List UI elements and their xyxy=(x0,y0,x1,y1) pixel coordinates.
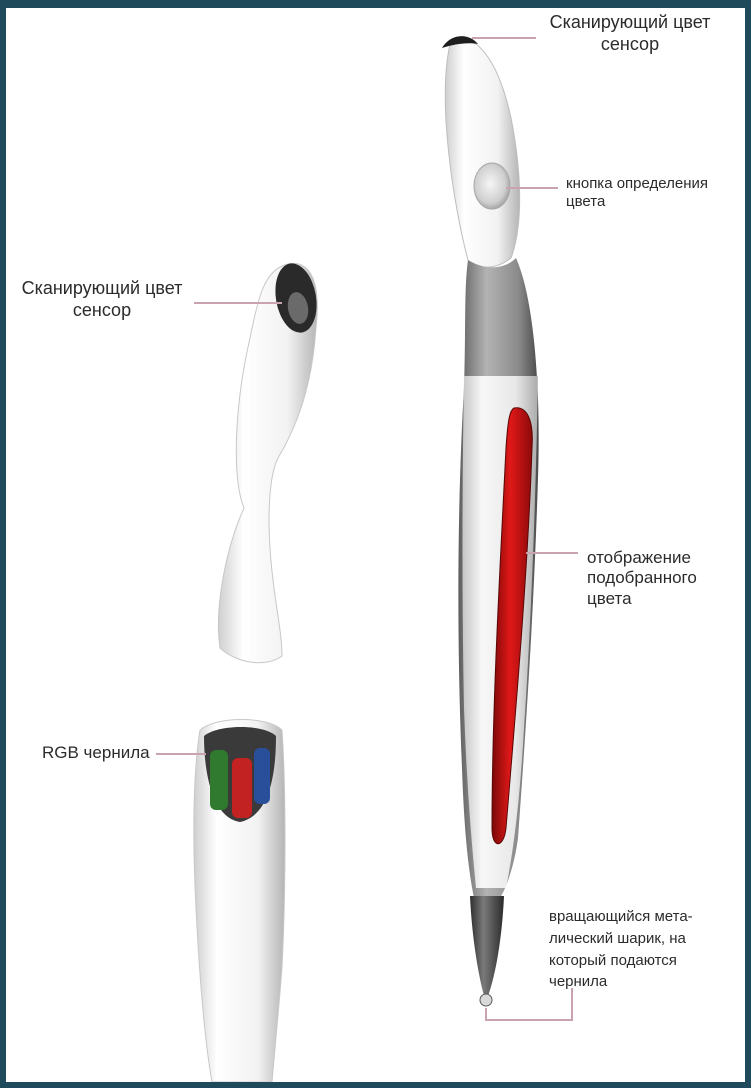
label-top-sensor: Сканирующий цвет сенсор xyxy=(540,12,720,55)
diagram-canvas: Сканирующий цвет сенсор кнопка определен… xyxy=(6,8,745,1082)
label-color-display: отображение подобранного цвета xyxy=(587,548,737,609)
label-rgb-ink: RGB чернила xyxy=(42,743,162,763)
sensor-piece xyxy=(218,260,321,663)
blue-ink-icon xyxy=(254,748,270,804)
rgb-piece xyxy=(194,720,285,1083)
label-left-sensor: Сканирующий цвет сенсор xyxy=(12,278,192,321)
red-ink-icon xyxy=(232,758,252,818)
main-pen xyxy=(442,36,539,1006)
green-ink-icon xyxy=(210,750,228,810)
pen-head xyxy=(445,38,519,267)
label-color-button: кнопка определения цвета xyxy=(566,175,745,211)
label-rotating-ball: вращающийся мета- лический шарик, на кот… xyxy=(549,906,739,993)
color-detect-button-icon xyxy=(474,163,510,209)
metal-ball-icon xyxy=(480,994,492,1006)
pen-tip-cone xyxy=(470,896,504,996)
